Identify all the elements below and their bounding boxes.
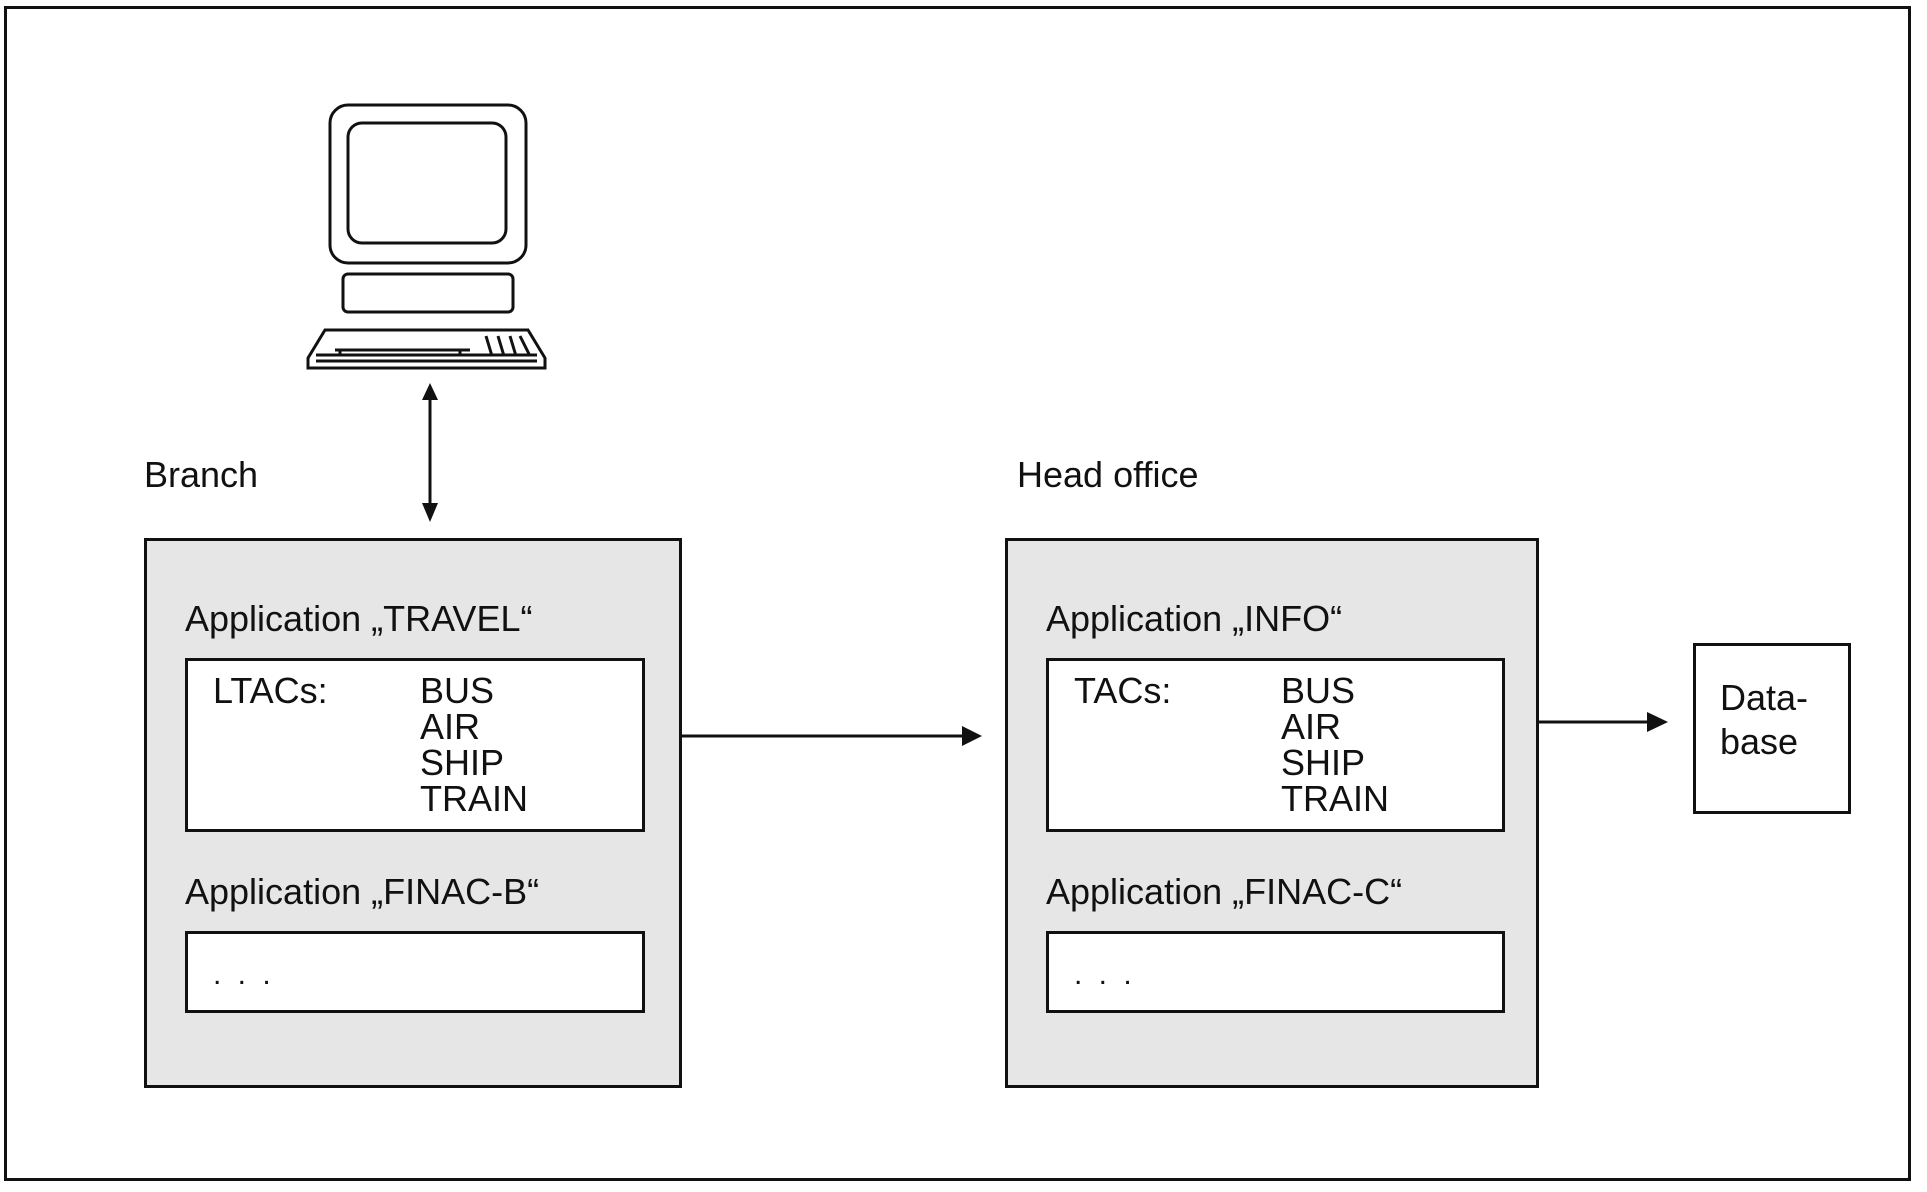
app-finac-c-label: Application „FINAC-C“ — [1046, 871, 1403, 912]
database-label: Data- base — [1720, 676, 1808, 764]
head-office-title: Head office — [1017, 454, 1199, 495]
ltac-header: LTACs: — [213, 670, 328, 711]
app-info-label: Application „INFO“ — [1046, 598, 1343, 639]
ellipsis: . . . — [1074, 958, 1136, 991]
ltac-item: AIR — [420, 706, 481, 747]
ltac-list: BUS AIR SHIP TRAIN — [420, 673, 528, 817]
branch-to-headoffice-arrow — [676, 726, 982, 746]
app-travel-label: Application „TRAVEL“ — [185, 598, 533, 639]
headoffice-to-database-arrow — [1537, 712, 1668, 732]
app-info-tac-box: TACs: BUS AIR SHIP TRAIN — [1046, 658, 1505, 832]
tac-item: TRAIN — [1281, 778, 1389, 819]
tac-item: SHIP — [1281, 742, 1366, 783]
computer-terminal-icon — [306, 103, 547, 370]
app-finac-b-box: . . . — [185, 931, 645, 1013]
app-finac-c-box: . . . — [1046, 931, 1505, 1013]
tac-header: TACs: — [1074, 670, 1172, 711]
ltac-item: SHIP — [420, 742, 505, 783]
head-office-box: Application „INFO“ TACs: BUS AIR SHIP TR… — [1005, 538, 1539, 1088]
ltac-item: TRAIN — [420, 778, 528, 819]
tac-list: BUS AIR SHIP TRAIN — [1281, 673, 1389, 817]
branch-title: Branch — [144, 454, 259, 495]
database-label-line2: base — [1720, 721, 1799, 762]
app-travel-tac-box: LTACs: BUS AIR SHIP TRAIN — [185, 658, 645, 832]
diagram-frame — [4, 6, 1911, 1181]
branch-box: Application „TRAVEL“ LTACs: BUS AIR SHIP… — [144, 538, 682, 1088]
terminal-branch-arrow — [422, 383, 438, 522]
database-label-line1: Data- — [1720, 677, 1809, 718]
app-finac-b-label: Application „FINAC-B“ — [185, 871, 540, 912]
ltac-item: BUS — [420, 670, 495, 711]
database-box: Data- base — [1693, 643, 1851, 814]
tac-item: AIR — [1281, 706, 1342, 747]
ellipsis: . . . — [213, 958, 275, 991]
tac-item: BUS — [1281, 670, 1356, 711]
